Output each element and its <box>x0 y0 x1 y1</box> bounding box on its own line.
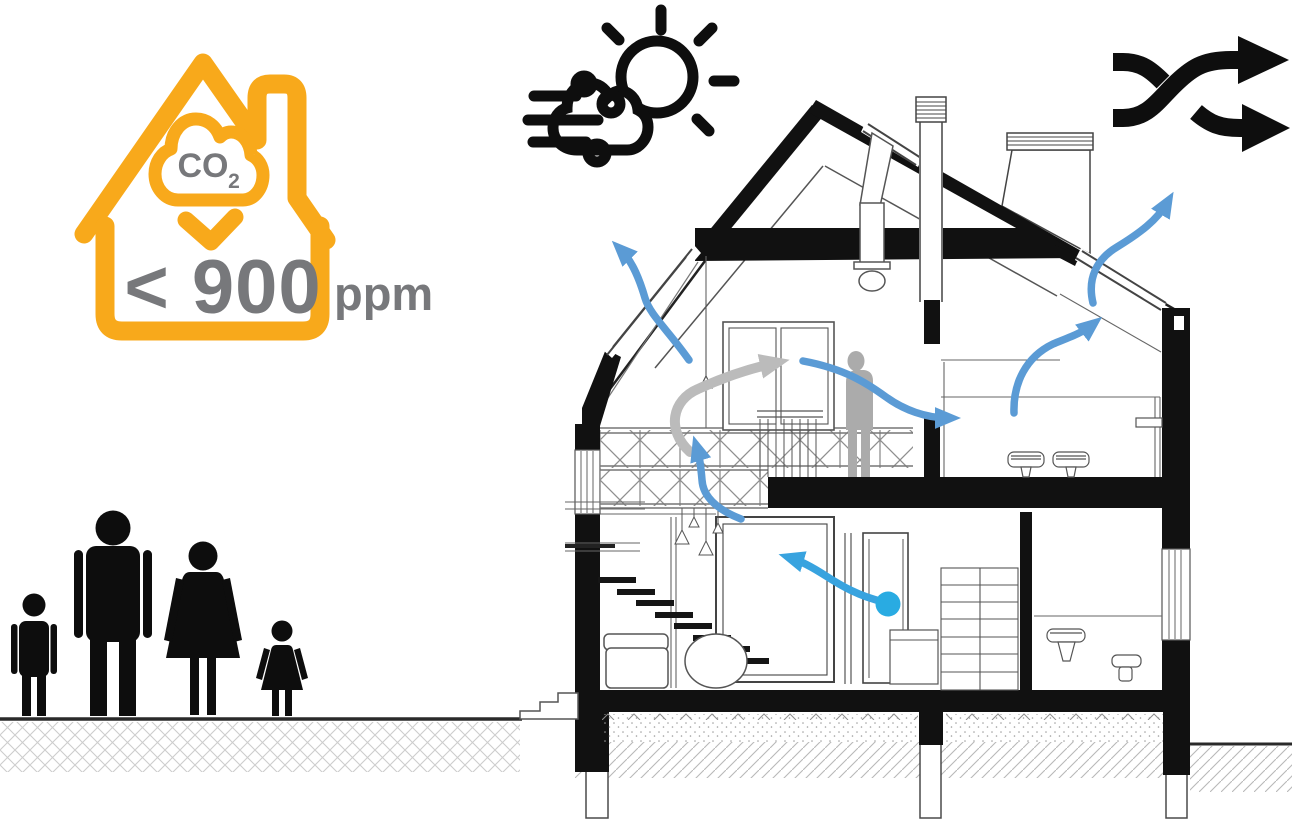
center-wall-upper <box>924 300 940 344</box>
roof-inner-line <box>654 165 824 369</box>
left-wall <box>574 424 601 692</box>
eave-right-wedge <box>1052 245 1079 266</box>
door-cabinet <box>889 629 939 685</box>
shuffle-icon <box>1113 36 1290 152</box>
co2-sensor-dot <box>875 591 901 617</box>
arrow-head-top <box>1238 36 1289 84</box>
badge-house-roof <box>74 53 336 250</box>
sink <box>1046 628 1086 643</box>
attic-pendant-lamp <box>699 300 713 389</box>
foundation-pile <box>919 743 942 819</box>
co2-badge: CO 2 < 900 ppm <box>74 53 433 341</box>
foundation-pile <box>1165 773 1188 819</box>
shelf-bar <box>565 544 615 548</box>
man-silhouette <box>74 510 152 716</box>
eave-left <box>582 349 621 426</box>
upper-floor-slab <box>768 477 1190 508</box>
ground-hatch-under-house <box>575 742 1190 778</box>
arrow-head-bottom <box>1242 104 1290 152</box>
shelf-stair-grid <box>940 567 1019 691</box>
girl-silhouette <box>256 620 308 716</box>
cross-flow-arrow <box>799 357 961 429</box>
roof-plane-left <box>694 105 824 259</box>
towel-bar <box>1135 417 1163 428</box>
floor-trusses <box>600 427 913 509</box>
upper-bathroom-fixtures <box>1007 417 1163 478</box>
chimney-left <box>915 96 947 302</box>
foundation-stub <box>1163 712 1190 775</box>
sofa <box>603 633 669 689</box>
co2-subscript: 2 <box>228 170 240 193</box>
wind-lines <box>522 70 626 168</box>
roof-window-left <box>603 245 701 358</box>
threshold-value: < 900 <box>124 245 321 330</box>
center-wall-lower <box>924 418 940 478</box>
exhaust-arrow-right-roof <box>1087 191 1174 307</box>
attic-ceiling-band <box>695 228 1081 261</box>
family-silhouettes <box>11 510 308 716</box>
toilet <box>1111 654 1142 668</box>
boy-silhouette <box>11 593 57 716</box>
interior-air-arrow <box>669 354 790 457</box>
pendant-lamps <box>674 508 724 556</box>
foundation-pile <box>585 769 609 819</box>
shuffle-bottom-band <box>1190 105 1242 137</box>
entrance-steps <box>519 692 579 720</box>
badge-house-walls <box>95 216 330 341</box>
shuffle-top-stub <box>1113 53 1170 89</box>
floor-truss-arrow <box>690 435 745 523</box>
airflow-arrows <box>611 191 1174 617</box>
exhaust-arrow-left-roof <box>611 240 693 364</box>
ground-hatch-left <box>0 722 520 772</box>
gravel-ticks <box>946 712 1163 720</box>
co2-label: CO <box>178 147 229 185</box>
ground-hatch-right <box>1190 746 1292 792</box>
woman-silhouette <box>164 541 242 715</box>
shuffle-main-band <box>1113 51 1238 127</box>
ground <box>0 690 1292 819</box>
fresh-air-arrow <box>778 551 888 606</box>
ceiling-lamp <box>858 270 886 292</box>
wind-sun-icon <box>522 4 740 168</box>
unit-label: ppm <box>334 267 433 320</box>
bathroom-wall <box>1020 512 1032 692</box>
cloud-icon <box>148 112 270 207</box>
interior-door <box>844 532 939 685</box>
sun-rays <box>601 4 740 137</box>
chevron-down-icon <box>177 208 244 251</box>
floor-slab <box>575 690 1190 712</box>
chimney-right <box>1001 132 1094 256</box>
stair-railing <box>757 410 823 477</box>
roof-duct <box>853 131 894 292</box>
right-room-rising-arrow <box>1010 316 1103 417</box>
lower-bathroom-fixtures <box>1046 628 1142 682</box>
round-chair <box>684 633 748 689</box>
right-wall-window <box>1161 548 1191 641</box>
foundation-stub <box>919 712 943 745</box>
gravel-ticks <box>602 712 918 720</box>
sun-icon <box>615 35 699 119</box>
house-cross-section <box>565 96 1191 692</box>
